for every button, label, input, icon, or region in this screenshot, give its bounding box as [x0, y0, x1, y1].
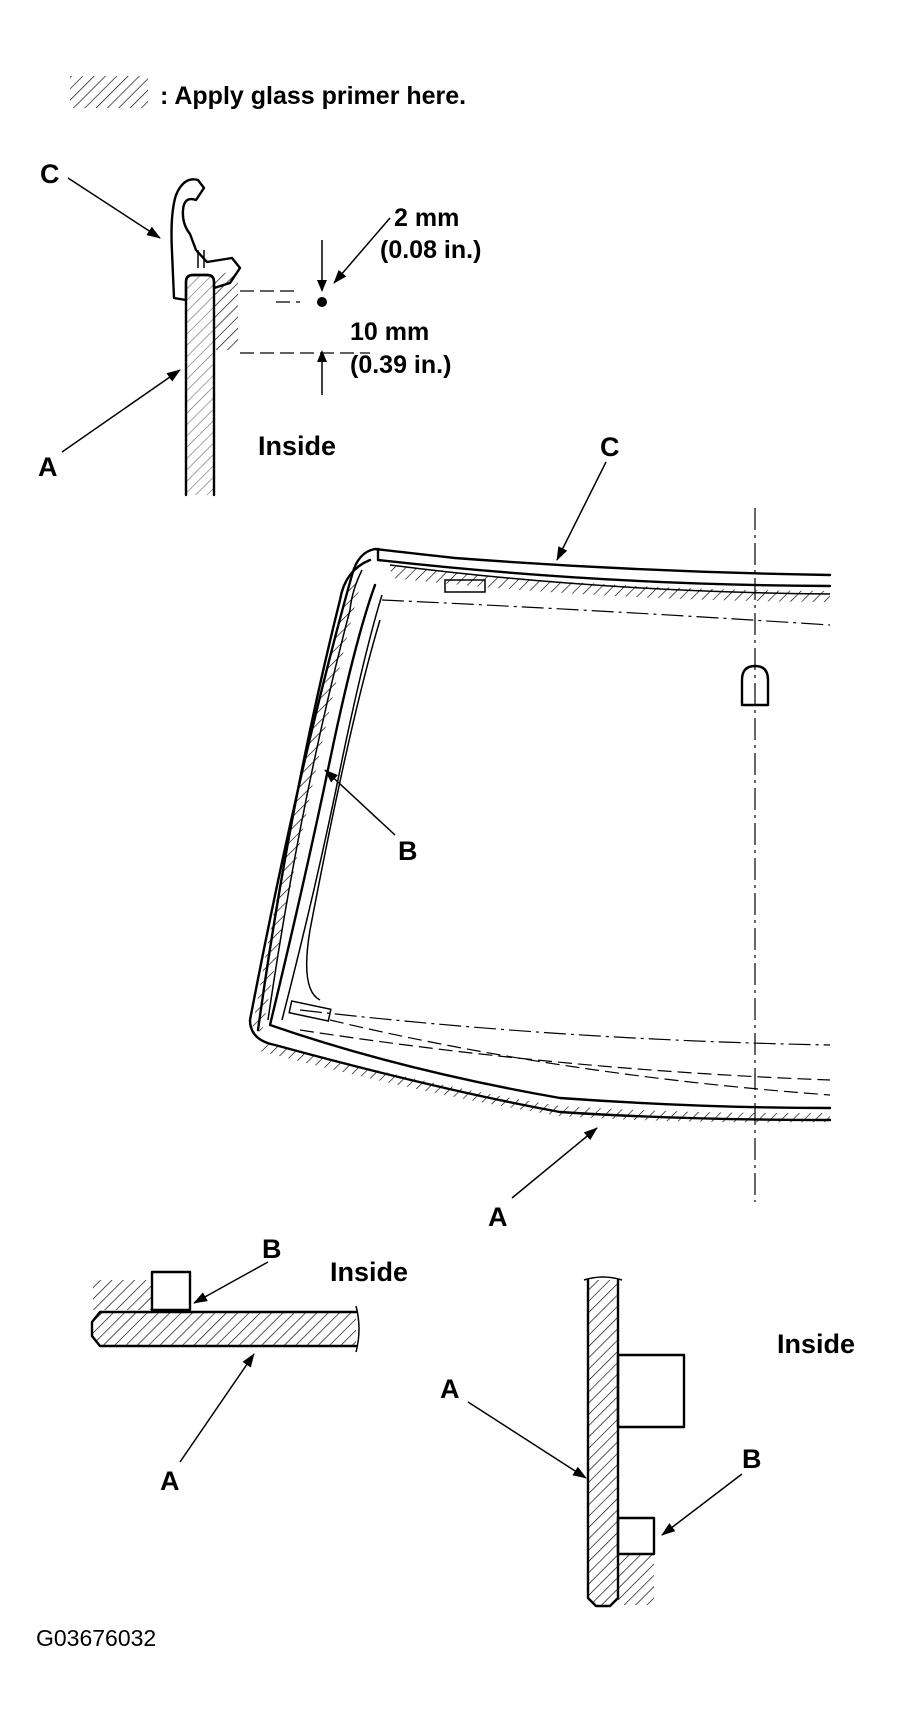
primer-bottom-band [256, 1042, 830, 1123]
label-inside-bottom-left: Inside [330, 1257, 408, 1287]
dam-b-block-large [616, 1353, 686, 1429]
bottom-right-section-detail: Inside A B [440, 1276, 855, 1608]
label-b-bottom-left: B [262, 1234, 282, 1264]
label-c-main: C [600, 432, 620, 462]
label-inside-bottom-right: Inside [777, 1329, 855, 1359]
bottom-left-section-detail: B Inside A [90, 1234, 408, 1496]
primer-area [215, 268, 238, 350]
body-flange-hatch-right [618, 1554, 654, 1605]
label-a-main: A [488, 1202, 508, 1232]
dam-b-block [150, 1270, 192, 1312]
label-a-bottom-left: A [160, 1466, 180, 1496]
label-c-top: C [40, 159, 60, 189]
primer-left-band [252, 575, 360, 1032]
label-b-bottom-right: B [742, 1444, 762, 1474]
label-a-top: A [38, 452, 58, 482]
dimension-gap-mm: 2 mm [394, 204, 459, 232]
figure-code: G03676032 [36, 1625, 156, 1651]
windshield-view: C B A [248, 432, 832, 1232]
label-inside-top: Inside [258, 431, 336, 461]
label-b-main: B [398, 836, 418, 866]
label-a-bottom-right: A [440, 1374, 460, 1404]
glass-section-horizontal [92, 1312, 356, 1346]
mirror-mount-icon [740, 664, 770, 707]
hatch-swatch-icon [70, 76, 148, 108]
primer-top-band [390, 566, 830, 602]
molding-profile [170, 178, 242, 302]
dimension-gap-in: (0.08 in.) [380, 236, 481, 264]
dimension-width-mm: 10 mm [350, 318, 429, 346]
legend-text: : Apply glass primer here. [160, 82, 466, 110]
top-section-detail: C 2 mm (0.08 in.) 10 mm (0.39 in.) A Ins… [38, 159, 481, 497]
body-flange-hatch [93, 1280, 152, 1310]
legend: : Apply glass primer here. [70, 76, 466, 110]
glass-section-vertical [588, 1280, 618, 1606]
glass-section [186, 275, 214, 495]
dam-b-block-small [616, 1516, 656, 1556]
dimension-width-in: (0.39 in.) [350, 351, 451, 379]
